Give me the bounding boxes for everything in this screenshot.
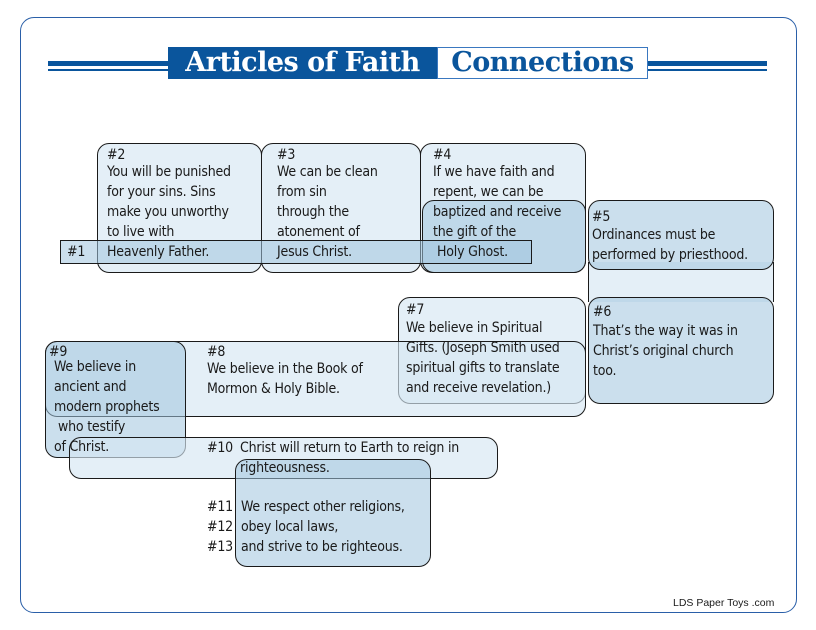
title-rule-right-thin bbox=[648, 69, 767, 71]
article-6-line: too. bbox=[593, 363, 617, 379]
article-9-line: who testify bbox=[58, 419, 126, 435]
article-5-number: #5 bbox=[592, 209, 611, 225]
article-9-line: modern prophets bbox=[54, 399, 160, 415]
article-12-line: obey local laws, bbox=[241, 519, 339, 535]
article-6-line: That’s the way it was in bbox=[593, 323, 738, 339]
title-rule-left bbox=[48, 61, 168, 66]
article-12-number: #12 bbox=[207, 519, 233, 535]
article-4-line: Holy Ghost. bbox=[437, 244, 508, 260]
article-4-line: If we have faith and bbox=[433, 164, 555, 180]
article-13-line: and strive to be righteous. bbox=[241, 539, 403, 555]
article-2-number: #2 bbox=[107, 147, 126, 163]
article-1-number: #1 bbox=[67, 244, 86, 260]
article-4-line: repent, we can be bbox=[433, 184, 544, 200]
title-part2: Connections bbox=[437, 47, 648, 79]
article-9-line: of Christ. bbox=[54, 439, 110, 455]
article-7-line: and receive revelation.) bbox=[406, 380, 551, 396]
article-8-line: We believe in the Book of bbox=[207, 361, 363, 377]
article-1-strip bbox=[60, 240, 532, 264]
article-2-line: for your sins. Sins bbox=[107, 184, 216, 200]
article-7-number: #7 bbox=[406, 302, 425, 318]
article-2-line: to live with bbox=[107, 224, 175, 240]
article-7-line: Gifts. (Joseph Smith used bbox=[406, 340, 560, 356]
page-frame bbox=[20, 17, 797, 613]
title-rule-left-thin bbox=[48, 69, 168, 71]
article-3-line: from sin bbox=[277, 184, 327, 200]
article-3-line: We can be clean bbox=[277, 164, 378, 180]
article-13-number: #13 bbox=[207, 539, 233, 555]
article-2-line: Heavenly Father. bbox=[107, 244, 210, 260]
article-6-box bbox=[588, 297, 774, 404]
article-5-line: performed by priesthood. bbox=[592, 247, 748, 263]
footer-credit: LDS Paper Toys .com bbox=[673, 597, 775, 609]
article-10-line: Christ will return to Earth to reign in bbox=[240, 440, 460, 456]
article-5-line: Ordinances must be bbox=[592, 227, 716, 243]
title-rule-right bbox=[648, 61, 767, 66]
article-6-line: Christ’s original church bbox=[593, 343, 734, 359]
article-8-line: Mormon & Holy Bible. bbox=[207, 381, 340, 397]
article-7-line: We believe in Spiritual bbox=[406, 320, 543, 336]
article-4-line: the gift of the bbox=[433, 224, 517, 240]
article-10-number: #10 bbox=[207, 440, 233, 456]
article-10-line: righteousness. bbox=[240, 460, 330, 476]
article-11-number: #11 bbox=[207, 499, 233, 515]
article-4-number: #4 bbox=[433, 147, 452, 163]
article-2-line: make you unworthy bbox=[107, 204, 229, 220]
article-9-line: ancient and bbox=[54, 379, 127, 395]
article-4-line: baptized and receive bbox=[433, 204, 562, 220]
article-9-line: We believe in bbox=[54, 359, 136, 375]
article-3-line: Jesus Christ. bbox=[277, 244, 352, 260]
title-part1: Articles of Faith bbox=[168, 47, 437, 79]
article-2-line: You will be punished bbox=[107, 164, 231, 180]
article-3-line: atonement of bbox=[277, 224, 360, 240]
article-7-line: spiritual gifts to translate bbox=[406, 360, 560, 376]
article-3-line: through the bbox=[277, 204, 349, 220]
article-9-number: #9 bbox=[49, 344, 68, 360]
article-11-line: We respect other religions, bbox=[241, 499, 405, 515]
article-11-13-box bbox=[235, 459, 431, 567]
article-6-number: #6 bbox=[593, 304, 612, 320]
article-8-number: #8 bbox=[207, 344, 226, 360]
article-3-number: #3 bbox=[277, 147, 296, 163]
article-5-box bbox=[588, 200, 774, 270]
